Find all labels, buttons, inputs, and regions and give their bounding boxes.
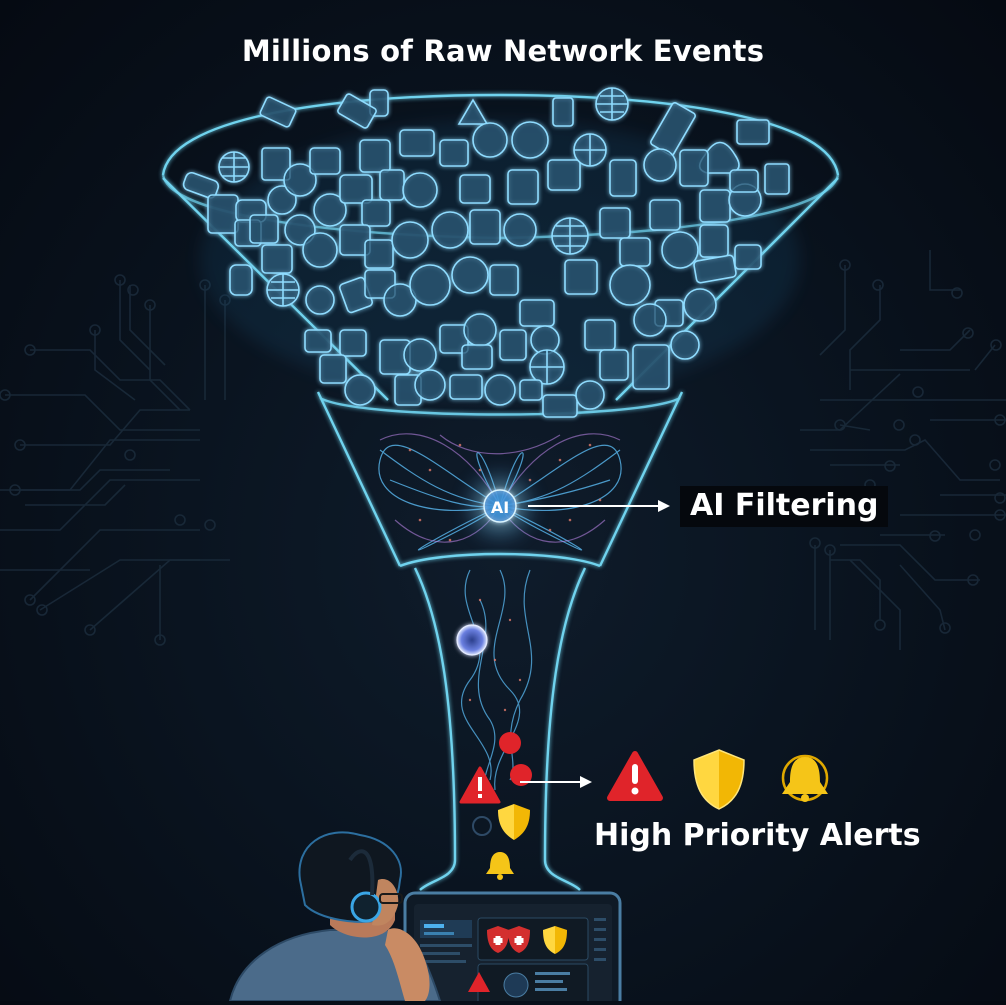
filter-orb <box>456 624 488 656</box>
bell-icon <box>781 754 829 802</box>
user-icon <box>283 163 317 197</box>
monitor-icon <box>736 119 770 145</box>
warning-triangle-icon <box>457 98 489 125</box>
warning-icon <box>468 972 490 992</box>
globe-icon <box>529 349 565 385</box>
circuit-background <box>0 250 1006 650</box>
analyst-scene <box>228 831 622 1005</box>
server-icon <box>679 149 709 187</box>
filtered-streams <box>461 569 533 791</box>
monitor-icon <box>339 174 373 204</box>
user-icon <box>643 148 677 182</box>
ai-filter-arrow <box>528 500 670 512</box>
ai-core-text: AI <box>491 498 509 517</box>
monitor <box>403 891 622 1005</box>
id-icon <box>309 147 341 175</box>
security-analyst <box>228 831 442 1002</box>
lock-icon <box>313 193 347 227</box>
shield-outline-icon <box>472 122 508 158</box>
card-icon <box>337 93 377 129</box>
server-icon <box>379 169 405 201</box>
cloud-icon <box>511 121 549 159</box>
document-icon <box>507 169 539 205</box>
high-priority-alerts-label: High Priority Alerts <box>594 818 921 853</box>
device-icon <box>182 171 220 199</box>
ai-core-node <box>483 489 517 523</box>
monitor-icon <box>699 189 731 223</box>
globe-icon <box>266 273 300 307</box>
document-icon <box>359 139 391 173</box>
fingerprint-icon <box>503 972 529 998</box>
document-icon <box>609 159 637 197</box>
phone-icon <box>207 194 239 234</box>
stem-alerts <box>459 732 532 880</box>
red-shield-icon <box>508 926 530 953</box>
card-icon <box>399 129 435 157</box>
router-icon <box>650 102 696 156</box>
globe-icon <box>595 87 629 121</box>
tag-icon <box>259 96 297 128</box>
monitor-icon <box>459 174 491 204</box>
headphones-icon <box>350 891 382 923</box>
globe-icon <box>551 217 589 255</box>
shield-icon <box>498 804 530 840</box>
high-priority-icons <box>607 749 829 810</box>
keyboard-icon <box>542 394 578 418</box>
user-icon <box>267 185 297 215</box>
server-icon <box>729 169 759 193</box>
bell-icon <box>486 852 514 874</box>
document-icon <box>361 199 391 227</box>
server-icon <box>547 159 581 191</box>
shield-icon <box>693 749 745 810</box>
page-title: Millions of Raw Network Events <box>241 34 765 68</box>
server-icon <box>552 97 574 127</box>
document-icon <box>439 139 469 167</box>
alerts-arrow <box>520 776 592 788</box>
warning-icon <box>607 751 663 801</box>
yellow-shield-icon <box>543 926 567 954</box>
globe-icon <box>218 151 250 183</box>
malware-alert-icon <box>499 732 521 754</box>
red-shield-icon <box>487 926 509 953</box>
malware-alert-icon <box>510 764 532 786</box>
cloud-icon <box>402 172 438 208</box>
raw-event-icons <box>182 87 790 418</box>
server-icon <box>261 147 291 181</box>
fingerprint-icon <box>472 816 492 836</box>
server-icon <box>764 163 790 195</box>
ai-filtering-label: AI Filtering <box>680 486 889 527</box>
